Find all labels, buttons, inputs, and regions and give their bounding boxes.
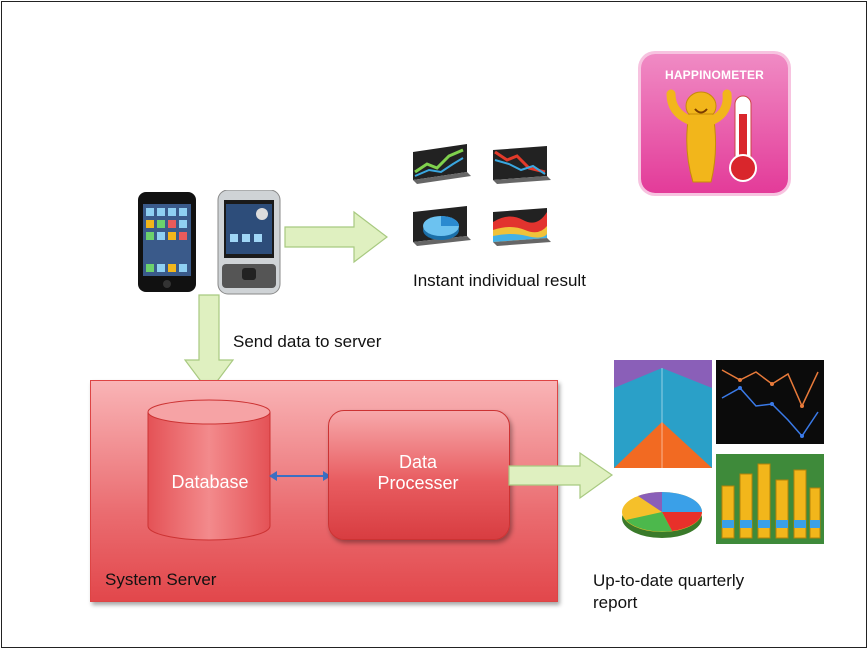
data-processer-label: Data Processer — [328, 452, 508, 494]
data-processer-label-line2: Processer — [377, 473, 459, 493]
data-processer-box — [328, 410, 510, 540]
data-processer-label-line1: Data — [398, 452, 438, 472]
arrow-to-instant-result — [284, 210, 388, 264]
instant-result-charts — [413, 144, 551, 246]
database-label: Database — [171, 472, 249, 492]
line-chart-down-icon — [493, 146, 551, 184]
quarterly-report-label-line2: report — [593, 593, 638, 612]
pie-chart-report-icon — [614, 470, 714, 550]
arrow-send-data-down — [183, 294, 235, 393]
system-server-label: System Server — [105, 570, 217, 589]
line-chart-report-icon — [716, 360, 824, 444]
quarterly-report-label: Up-to-date quarterly report — [593, 570, 744, 614]
instant-result-label: Instant individual result — [413, 271, 586, 290]
area-chart-icon — [493, 208, 551, 246]
quarterly-report-label-line1: Up-to-date quarterly — [593, 571, 745, 590]
quarterly-report-charts — [614, 360, 824, 550]
pie-chart-icon — [413, 206, 471, 246]
arrow-to-quarterly-report — [508, 451, 614, 500]
happinometer-logo-title: HAPPINOMETER — [664, 68, 765, 82]
bar-chart-report-icon — [716, 454, 824, 544]
happinometer-mascot-icon — [666, 89, 757, 183]
area-chart-report-icon — [614, 360, 712, 468]
line-chart-up-icon — [413, 144, 471, 184]
database-processer-connector — [269, 471, 331, 481]
database-cylinder-icon — [147, 399, 271, 541]
android-phone-icon — [217, 190, 281, 295]
mobile-phones — [138, 190, 281, 295]
iphone-icon — [138, 192, 196, 292]
send-data-label: Send data to server — [233, 332, 382, 351]
